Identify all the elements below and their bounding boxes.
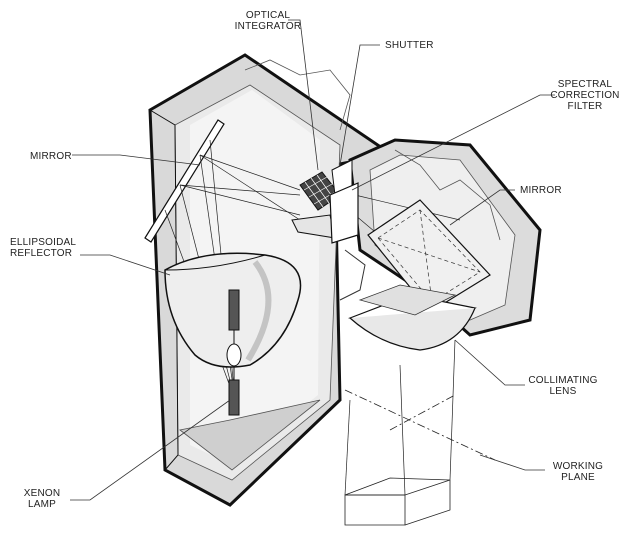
label-optical-integrator: OPTICAL INTEGRATOR xyxy=(235,10,302,32)
svg-text:REFLECTOR: REFLECTOR xyxy=(10,248,72,259)
svg-text:PLANE: PLANE xyxy=(561,472,595,483)
spectral-correction-filter xyxy=(329,182,359,244)
working-plane xyxy=(344,389,496,526)
svg-text:CORRECTION: CORRECTION xyxy=(550,90,619,101)
label-xenon-lamp: XENON LAMP xyxy=(24,488,61,510)
label-spectral-correction-filter: SPECTRAL CORRECTION FILTER xyxy=(550,79,619,112)
label-mirror-right: MIRROR xyxy=(520,185,562,196)
label-mirror-left: MIRROR xyxy=(30,151,72,162)
svg-text:SPECTRAL: SPECTRAL xyxy=(558,79,613,90)
svg-text:COLLIMATING: COLLIMATING xyxy=(528,375,597,386)
label-collimating-lens: COLLIMATING LENS xyxy=(528,375,597,397)
label-ellipsoidal-reflector: ELLIPSOIDAL REFLECTOR xyxy=(10,237,76,259)
svg-text:LENS: LENS xyxy=(550,386,577,397)
label-working-plane: WORKING PLANE xyxy=(553,461,603,483)
collimating-lens xyxy=(347,284,477,351)
xenon-lamp xyxy=(226,289,242,416)
svg-text:ELLIPSOIDAL: ELLIPSOIDAL xyxy=(10,237,76,248)
svg-text:LAMP: LAMP xyxy=(28,499,56,510)
svg-text:FILTER: FILTER xyxy=(568,101,603,112)
svg-text:WORKING: WORKING xyxy=(553,461,603,472)
mirror-left xyxy=(144,119,225,243)
label-shutter: SHUTTER xyxy=(385,40,434,51)
svg-text:INTEGRATOR: INTEGRATOR xyxy=(235,21,302,32)
svg-text:OPTICAL: OPTICAL xyxy=(246,10,290,21)
leader-lines xyxy=(70,19,555,501)
svg-text:XENON: XENON xyxy=(24,488,61,499)
